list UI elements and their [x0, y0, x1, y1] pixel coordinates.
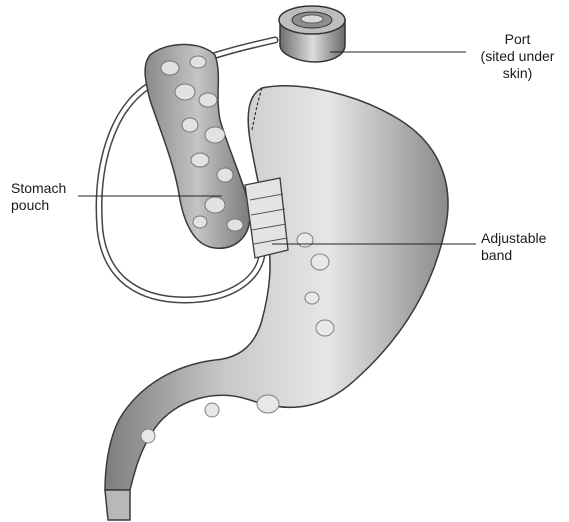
port-device — [279, 6, 345, 62]
port-label: Port (sited under skin) — [470, 31, 565, 82]
port-label-line-1: Port — [470, 31, 565, 48]
pouch-label-line-1: Stomach — [11, 180, 66, 197]
band-label-line-2: band — [481, 247, 546, 264]
adjustable-band-label: Adjustable band — [481, 230, 546, 264]
stomach-pouch-label: Stomach pouch — [11, 180, 66, 214]
stomach-body — [105, 86, 448, 520]
stomach-pouch — [145, 44, 250, 248]
port-label-line-2: (sited under — [470, 48, 565, 65]
band-label-line-1: Adjustable — [481, 230, 546, 247]
port-label-line-3: skin) — [470, 65, 565, 82]
adjustable-band — [245, 178, 288, 258]
pouch-label-line-2: pouch — [11, 197, 66, 214]
